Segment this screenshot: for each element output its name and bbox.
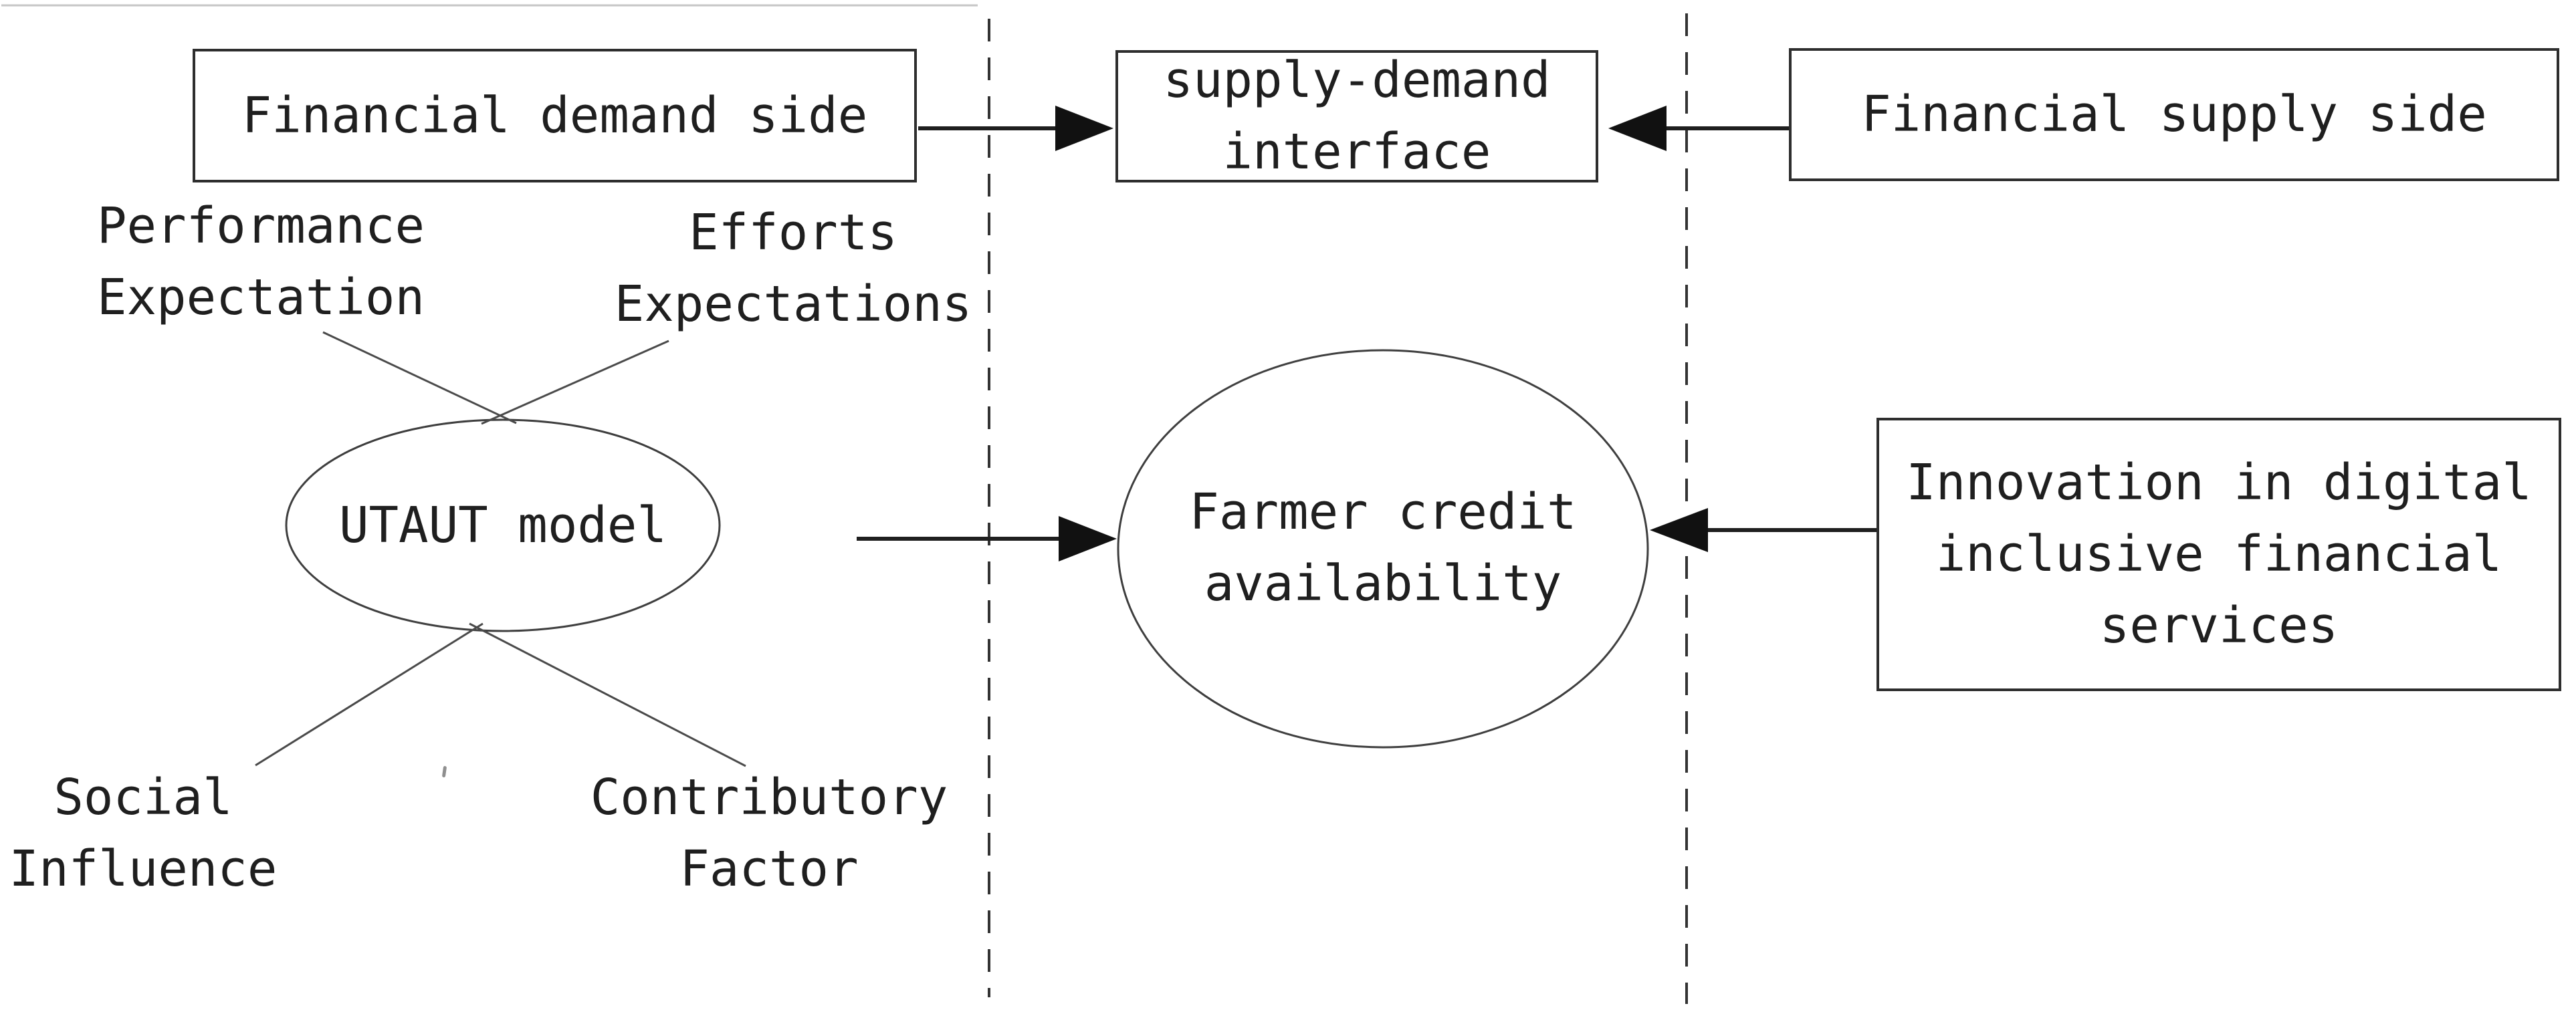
- arrow-innovation-to-farmer-credit: [1650, 508, 1876, 552]
- arrow-demand-to-interface: [918, 106, 1113, 151]
- efforts-expectations-label: Efforts Expectations: [614, 204, 972, 333]
- financial-supply-box: Financial supply side: [1789, 48, 2559, 181]
- financial-demand-box: Financial demand side: [193, 49, 917, 182]
- arrow-supply-to-interface: [1608, 106, 1790, 151]
- line-utaut-to-social: [255, 622, 484, 767]
- performance-expectation-label: Performance Expectation: [96, 197, 425, 326]
- farmer-credit-ellipse: [1117, 349, 1649, 749]
- arrow-utaut-to-farmer-credit: [857, 516, 1117, 561]
- contributory-factor-label: Contributory Factor: [590, 769, 948, 898]
- line-efforts-to-utaut: [481, 340, 669, 425]
- supply-demand-interface-box: supply-demand interface: [1115, 50, 1598, 182]
- farmer-credit-ellipse-label: Farmer credit availability: [1189, 483, 1577, 612]
- innovation-box: Innovation in digital inclusive financia…: [1876, 418, 2561, 691]
- social-influence-label: Social Influence: [9, 769, 278, 898]
- line-utaut-to-contributory: [469, 622, 746, 767]
- line-performance-to-utaut: [322, 331, 517, 424]
- utaut-ellipse-label: UTAUT model: [338, 497, 667, 554]
- utaut-ellipse: [285, 418, 721, 632]
